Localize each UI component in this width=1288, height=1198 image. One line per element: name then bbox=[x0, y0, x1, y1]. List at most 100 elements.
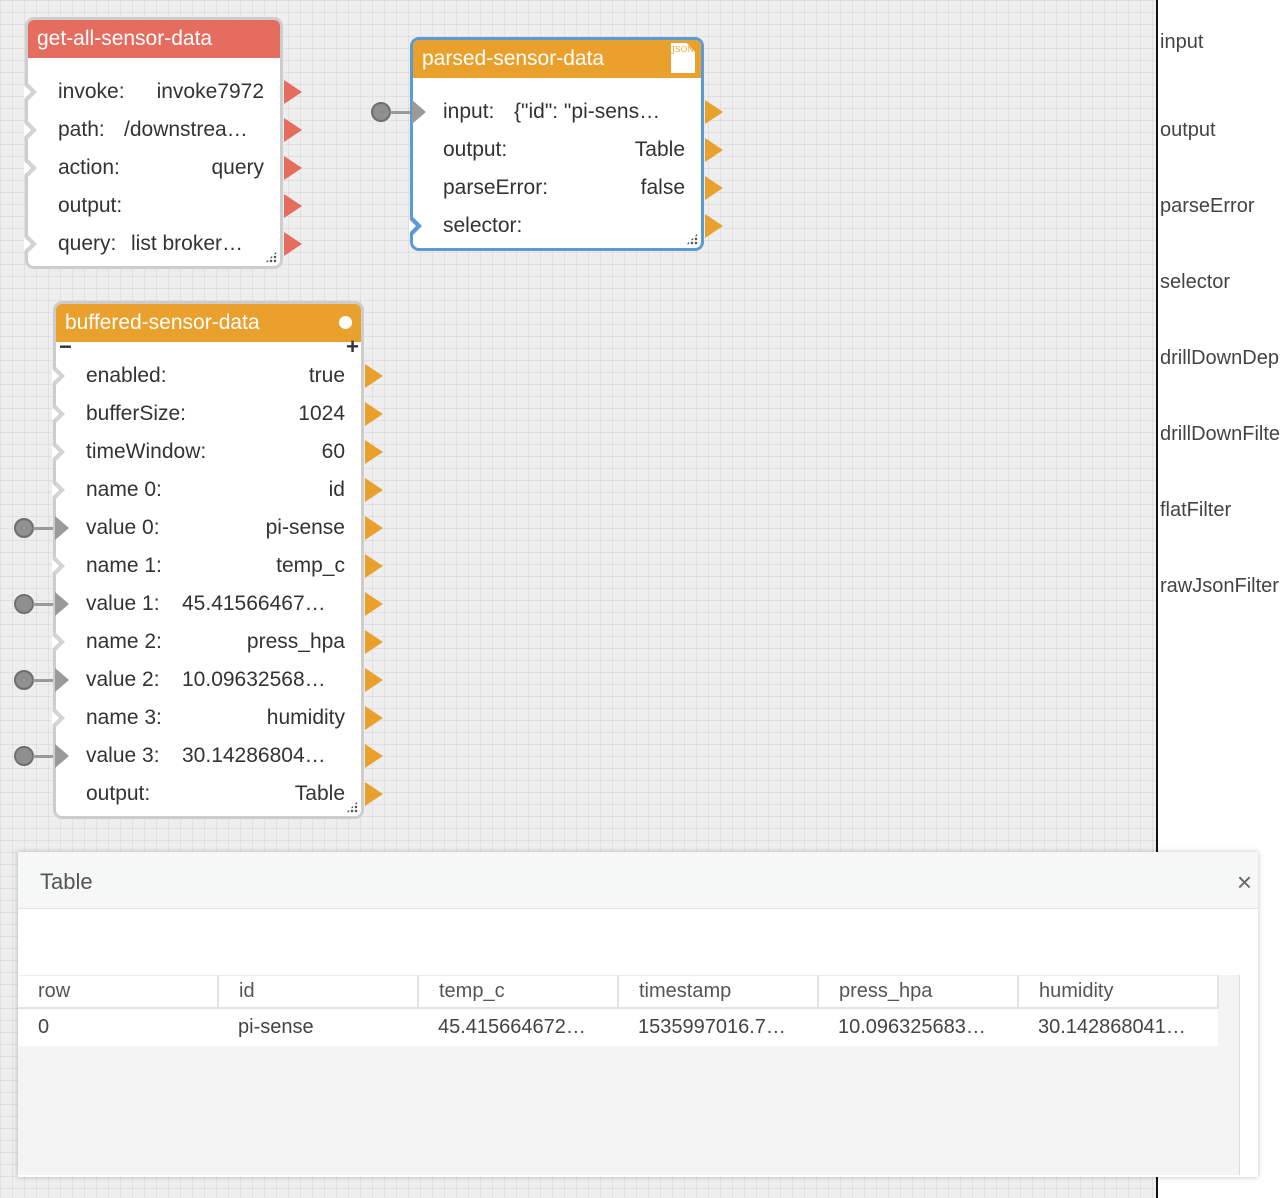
side-panel-item-flatfilter[interactable]: flatFilter bbox=[1160, 499, 1232, 521]
input-port[interactable] bbox=[52, 442, 65, 462]
property-label: bufferSize: bbox=[86, 402, 187, 425]
column-header[interactable]: id bbox=[218, 975, 419, 1009]
input-port[interactable] bbox=[52, 366, 65, 386]
input-port[interactable] bbox=[24, 120, 37, 140]
property-row-name-3[interactable]: name 3: humidity bbox=[52, 699, 383, 737]
output-port[interactable] bbox=[365, 592, 383, 616]
input-connector-knob[interactable] bbox=[371, 102, 391, 122]
node-title[interactable]: buffered-sensor-data bbox=[56, 304, 361, 342]
input-connector-knob[interactable] bbox=[14, 746, 34, 766]
input-port[interactable] bbox=[24, 234, 37, 254]
output-port[interactable] bbox=[365, 516, 383, 540]
column-header[interactable]: timestamp bbox=[618, 975, 819, 1009]
property-row-output[interactable]: output: bbox=[28, 187, 302, 225]
column-header[interactable]: humidity bbox=[1018, 975, 1219, 1009]
output-port[interactable] bbox=[284, 118, 302, 142]
output-port[interactable] bbox=[365, 706, 383, 730]
input-port[interactable] bbox=[55, 516, 69, 540]
input-port[interactable] bbox=[412, 100, 426, 124]
column-header[interactable]: temp_c bbox=[418, 975, 619, 1009]
side-panel-item-output[interactable]: output bbox=[1160, 119, 1216, 141]
property-row-value-3[interactable]: value 3: 30.14286804… bbox=[55, 737, 383, 775]
property-value: list broker… bbox=[131, 232, 244, 255]
add-property-button[interactable]: + bbox=[346, 334, 359, 359]
node-parsed-sensor-data[interactable]: parsed-sensor-data JSON input: {"id": "p… bbox=[409, 37, 723, 251]
property-row-invoke[interactable]: invoke: invoke7972 bbox=[24, 73, 302, 111]
side-panel-item-drilldownfilter[interactable]: drillDownFilte bbox=[1160, 423, 1281, 445]
input-port[interactable] bbox=[52, 708, 65, 728]
input-port[interactable] bbox=[55, 668, 69, 692]
property-row-value-2[interactable]: value 2: 10.09632568… bbox=[55, 661, 383, 699]
input-port[interactable] bbox=[55, 744, 69, 768]
output-port[interactable] bbox=[284, 232, 302, 256]
dataflow-canvas[interactable]: get-all-sensor-data invoke: invoke7972 p… bbox=[0, 0, 1156, 1198]
input-port[interactable] bbox=[52, 556, 65, 576]
property-row-selector[interactable]: selector: bbox=[409, 207, 723, 245]
property-value: Table bbox=[634, 138, 685, 161]
output-port[interactable] bbox=[365, 402, 383, 426]
property-row-output[interactable]: output: Table bbox=[413, 131, 723, 169]
input-port[interactable] bbox=[52, 404, 65, 424]
property-row-name-2[interactable]: name 2: press_hpa bbox=[52, 623, 383, 661]
property-row-name-0[interactable]: name 0: id bbox=[52, 471, 383, 509]
output-port[interactable] bbox=[365, 744, 383, 768]
close-icon[interactable]: × bbox=[1236, 867, 1252, 897]
input-connector-knob[interactable] bbox=[14, 594, 34, 614]
output-port[interactable] bbox=[365, 630, 383, 654]
input-connector-knob[interactable] bbox=[14, 670, 34, 690]
side-panel-item-parseerror[interactable]: parseError bbox=[1160, 195, 1255, 217]
property-row-action[interactable]: action: query bbox=[24, 149, 302, 187]
side-panel-item-rawjsonfilter[interactable]: rawJsonFilter bbox=[1160, 575, 1279, 597]
property-row-enabled[interactable]: enabled: true bbox=[52, 357, 383, 395]
property-value: {"id": "pi-sens… bbox=[514, 100, 661, 123]
table-cell: 30.142868041… bbox=[1018, 1007, 1218, 1046]
property-value: pi-sense bbox=[265, 516, 345, 539]
property-row-input[interactable]: input: {"id": "pi-sens… bbox=[412, 93, 723, 131]
output-port[interactable] bbox=[365, 668, 383, 692]
node-title[interactable]: parsed-sensor-data JSON bbox=[413, 40, 701, 78]
output-port[interactable] bbox=[365, 478, 383, 502]
side-panel-item-input[interactable]: input bbox=[1160, 31, 1204, 53]
column-header[interactable]: press_hpa bbox=[818, 975, 1019, 1009]
property-row-query[interactable]: query: list broker… bbox=[24, 225, 302, 263]
output-port[interactable] bbox=[365, 782, 383, 806]
property-row-output[interactable]: output: Table bbox=[56, 775, 383, 813]
table-container: row id temp_c timestamp press_hpa humidi… bbox=[18, 975, 1240, 1175]
input-port[interactable] bbox=[24, 158, 37, 178]
table-cell: pi-sense bbox=[218, 1007, 418, 1046]
property-label: value 0: bbox=[86, 516, 160, 539]
input-port[interactable] bbox=[24, 82, 37, 102]
output-port[interactable] bbox=[705, 176, 723, 200]
property-row-name-1[interactable]: name 1: temp_c bbox=[52, 547, 383, 585]
property-label: value 1: bbox=[86, 592, 160, 615]
side-panel-item-drilldowndep[interactable]: drillDownDep bbox=[1160, 347, 1279, 369]
property-row-parseerror[interactable]: parseError: false bbox=[413, 169, 723, 207]
input-port[interactable] bbox=[52, 632, 65, 652]
input-port[interactable] bbox=[409, 216, 422, 236]
property-label: selector: bbox=[443, 214, 523, 237]
column-header[interactable]: row bbox=[18, 975, 219, 1009]
output-port[interactable] bbox=[705, 100, 723, 124]
output-port[interactable] bbox=[284, 194, 302, 218]
node-get-all-sensor-data[interactable]: get-all-sensor-data invoke: invoke7972 p… bbox=[24, 17, 302, 269]
output-port[interactable] bbox=[284, 156, 302, 180]
property-row-buffersize[interactable]: bufferSize: 1024 bbox=[52, 395, 383, 433]
table-row[interactable]: 0 pi-sense 45.415664672… 1535997016.7… 1… bbox=[18, 1007, 1218, 1046]
remove-property-button[interactable]: − bbox=[59, 334, 72, 359]
output-port[interactable] bbox=[365, 364, 383, 388]
output-port[interactable] bbox=[365, 554, 383, 578]
output-port[interactable] bbox=[705, 214, 723, 238]
output-port[interactable] bbox=[284, 80, 302, 104]
input-connector-knob[interactable] bbox=[14, 518, 34, 538]
property-row-timewindow[interactable]: timeWindow: 60 bbox=[52, 433, 383, 471]
output-port[interactable] bbox=[705, 138, 723, 162]
node-title[interactable]: get-all-sensor-data bbox=[28, 20, 280, 58]
output-port[interactable] bbox=[365, 440, 383, 464]
node-buffered-sensor-data[interactable]: buffered-sensor-data − + enabled: true b… bbox=[52, 301, 383, 819]
property-row-path[interactable]: path: /downstrea… bbox=[24, 111, 302, 149]
property-row-value-1[interactable]: value 1: 45.41566467… bbox=[55, 585, 383, 623]
input-port[interactable] bbox=[52, 480, 65, 500]
property-row-value-0[interactable]: value 0: pi-sense bbox=[55, 509, 383, 547]
input-port[interactable] bbox=[55, 592, 69, 616]
side-panel-item-selector[interactable]: selector bbox=[1160, 271, 1231, 293]
